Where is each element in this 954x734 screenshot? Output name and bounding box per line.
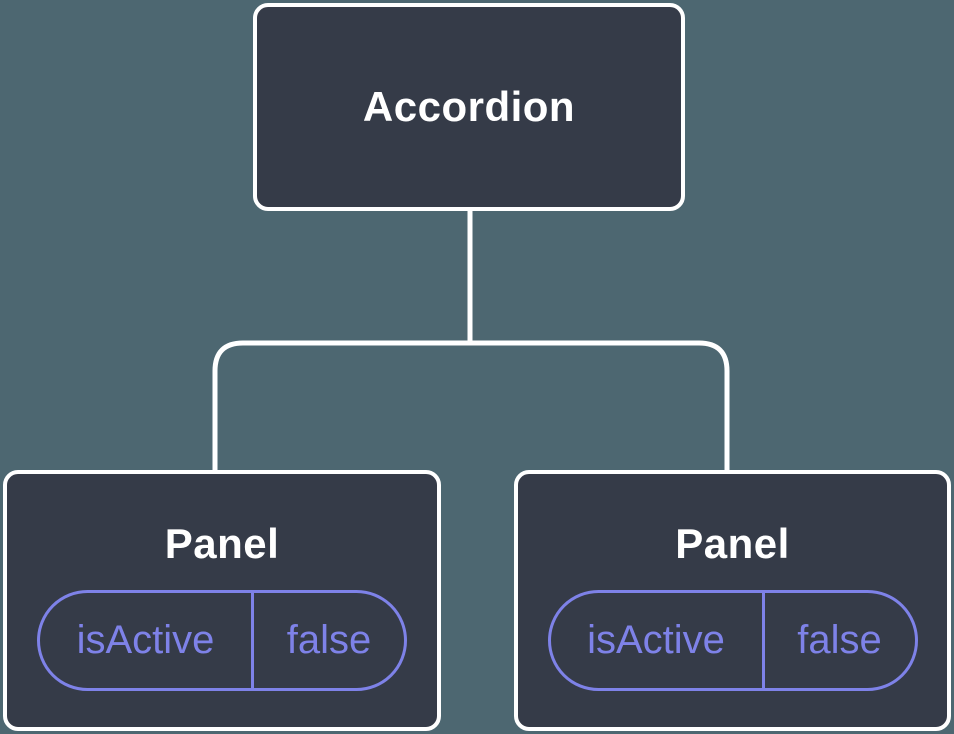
root-node-label: Accordion bbox=[362, 83, 576, 130]
state-pill: isActive false bbox=[37, 590, 407, 691]
state-key: isActive bbox=[551, 593, 765, 688]
state-value: false bbox=[286, 618, 372, 662]
panel-node-right: Panel isActive false bbox=[514, 470, 951, 731]
root-node-accordion: Accordion bbox=[253, 3, 685, 211]
state-value: false bbox=[797, 618, 882, 662]
panel-node-label: Panel bbox=[675, 520, 790, 567]
connector-fork bbox=[212, 340, 730, 474]
panel-node-label: Panel bbox=[164, 520, 280, 567]
state-pill: isActive false bbox=[547, 590, 918, 691]
panel-node-left: Panel isActive false bbox=[3, 470, 441, 731]
state-key: isActive bbox=[40, 593, 254, 688]
